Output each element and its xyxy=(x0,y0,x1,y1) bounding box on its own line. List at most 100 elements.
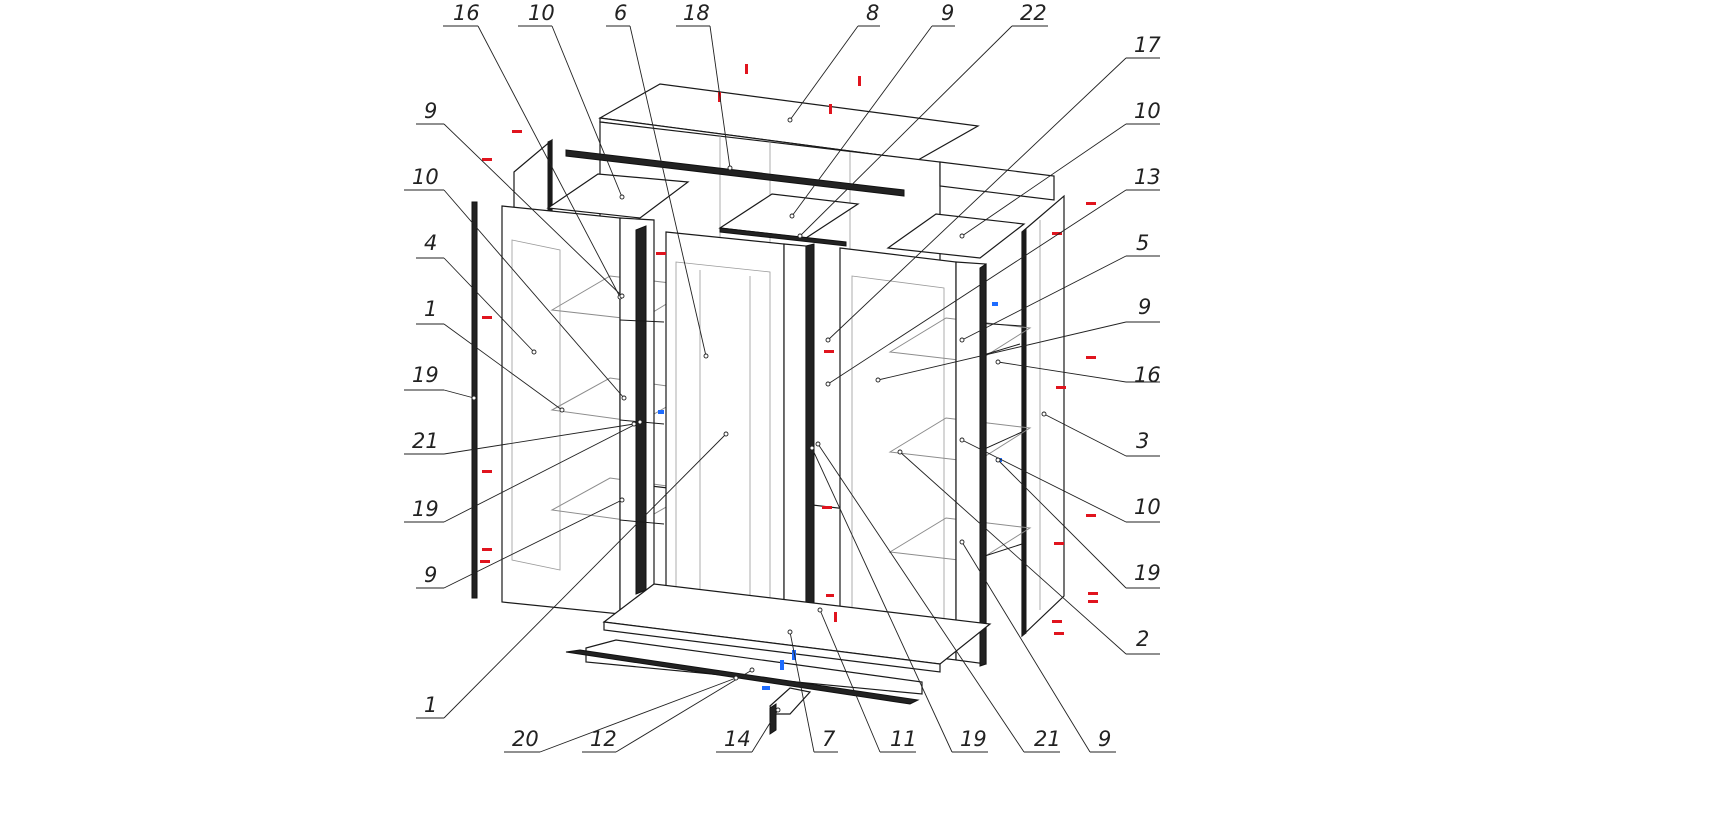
callout-leader xyxy=(751,709,779,753)
callout-leader xyxy=(997,361,1127,383)
hardware-markers xyxy=(480,64,1098,690)
callout-label: 19 xyxy=(1134,561,1161,585)
callout-c21b: 21 xyxy=(404,421,637,455)
callout-leader xyxy=(443,123,623,297)
callout-label: 14 xyxy=(724,727,751,751)
callout-label: 17 xyxy=(1134,33,1161,57)
callout-label: 10 xyxy=(1134,99,1161,123)
callout-anchor xyxy=(897,449,903,455)
callout-c1a: 1 xyxy=(416,431,729,719)
callout-anchor xyxy=(787,629,793,635)
callout-leader xyxy=(443,433,727,719)
callout-leader xyxy=(827,189,1127,385)
callout-c7: 7 xyxy=(787,629,838,753)
callout-anchor xyxy=(1041,411,1047,417)
callout-leader xyxy=(709,25,731,169)
callout-c8: 8 xyxy=(787,1,880,123)
callout-c12: 12 xyxy=(582,667,755,753)
callout-c9e: 9 xyxy=(416,99,625,299)
callout-c2: 2 xyxy=(897,449,1160,655)
callout-leader xyxy=(899,451,1127,655)
callout-anchor xyxy=(959,539,965,545)
callout-label: 3 xyxy=(1136,429,1149,453)
callout-label: 12 xyxy=(590,727,617,751)
callout-label: 13 xyxy=(1134,165,1161,189)
callout-label: 21 xyxy=(412,429,439,453)
callout-c9a: 9 xyxy=(789,1,955,219)
callout-label: 9 xyxy=(1138,295,1151,319)
callout-c3: 3 xyxy=(1041,411,1160,457)
callout-label: 8 xyxy=(866,1,879,25)
callout-c13: 13 xyxy=(825,165,1161,387)
callout-leader xyxy=(477,25,621,298)
callout-anchor xyxy=(559,407,565,413)
callout-c6: 6 xyxy=(606,1,709,359)
callout-c5: 5 xyxy=(959,231,1160,343)
callout-anchor xyxy=(959,337,965,343)
callout-anchor xyxy=(637,419,643,425)
callout-anchor xyxy=(815,441,821,447)
callout-c19c: 19 xyxy=(404,419,643,523)
callout-c4: 4 xyxy=(416,231,537,355)
callout-label: 6 xyxy=(614,1,627,25)
callout-label: 20 xyxy=(512,727,539,751)
callout-c19a: 19 xyxy=(995,457,1161,589)
callout-label: 16 xyxy=(453,1,480,25)
callout-label: 7 xyxy=(822,727,836,751)
callout-anchor xyxy=(749,667,755,673)
callout-anchor xyxy=(775,707,781,713)
callout-leader xyxy=(443,421,641,523)
callout-label: 16 xyxy=(1134,363,1161,387)
callout-label: 2 xyxy=(1136,627,1149,651)
right-top-shelf xyxy=(886,213,1026,259)
callout-label: 1 xyxy=(424,297,437,321)
right-door xyxy=(839,247,957,661)
callout-anchor xyxy=(723,431,729,437)
callout-label: 9 xyxy=(424,99,437,123)
callout-leader xyxy=(443,323,563,411)
callout-c16b: 16 xyxy=(995,359,1161,387)
callout-anchor xyxy=(809,445,815,451)
callout-anchor xyxy=(959,437,965,443)
middle-top-shelf-edge xyxy=(719,227,847,247)
callout-c21a: 21 xyxy=(815,441,1061,753)
callout-label: 9 xyxy=(1098,727,1111,751)
top-rail xyxy=(565,149,905,197)
callout-anchor xyxy=(619,293,625,299)
callout-anchor xyxy=(619,194,625,200)
callout-anchor xyxy=(621,395,627,401)
callout-leader xyxy=(443,423,635,455)
callout-leader xyxy=(629,25,707,357)
callout-leader xyxy=(615,669,753,753)
callout-anchor xyxy=(995,359,1001,365)
callout-label: 4 xyxy=(424,231,437,255)
callout-c1b: 1 xyxy=(416,297,565,413)
callout-leader xyxy=(961,255,1127,341)
callout-anchor xyxy=(789,213,795,219)
callout-leader xyxy=(789,631,815,753)
callout-leader xyxy=(1043,413,1127,457)
callout-anchor xyxy=(825,337,831,343)
right-upper-side xyxy=(939,161,1055,201)
callout-leader xyxy=(961,541,1091,753)
right-partition-edge xyxy=(979,263,987,667)
callout-anchor xyxy=(959,233,965,239)
callout-c10b: 10 xyxy=(959,99,1161,239)
callout-c11: 11 xyxy=(817,607,917,753)
callout-label: 19 xyxy=(412,497,439,521)
callout-leader xyxy=(551,25,623,198)
callout-leader xyxy=(799,25,1013,237)
callout-label: 10 xyxy=(412,165,439,189)
callout-c10a: 10 xyxy=(518,1,625,200)
callout-label: 22 xyxy=(1020,1,1047,25)
callout-label: 10 xyxy=(528,1,555,25)
center-divider xyxy=(805,243,815,641)
callout-anchor xyxy=(797,233,803,239)
callout-anchor xyxy=(995,457,1001,463)
callout-leader xyxy=(791,25,933,217)
callout-c18: 18 xyxy=(676,1,733,171)
callout-label: 5 xyxy=(1136,231,1149,255)
callout-c9d: 9 xyxy=(416,497,625,589)
callout-c9c: 9 xyxy=(959,539,1116,753)
